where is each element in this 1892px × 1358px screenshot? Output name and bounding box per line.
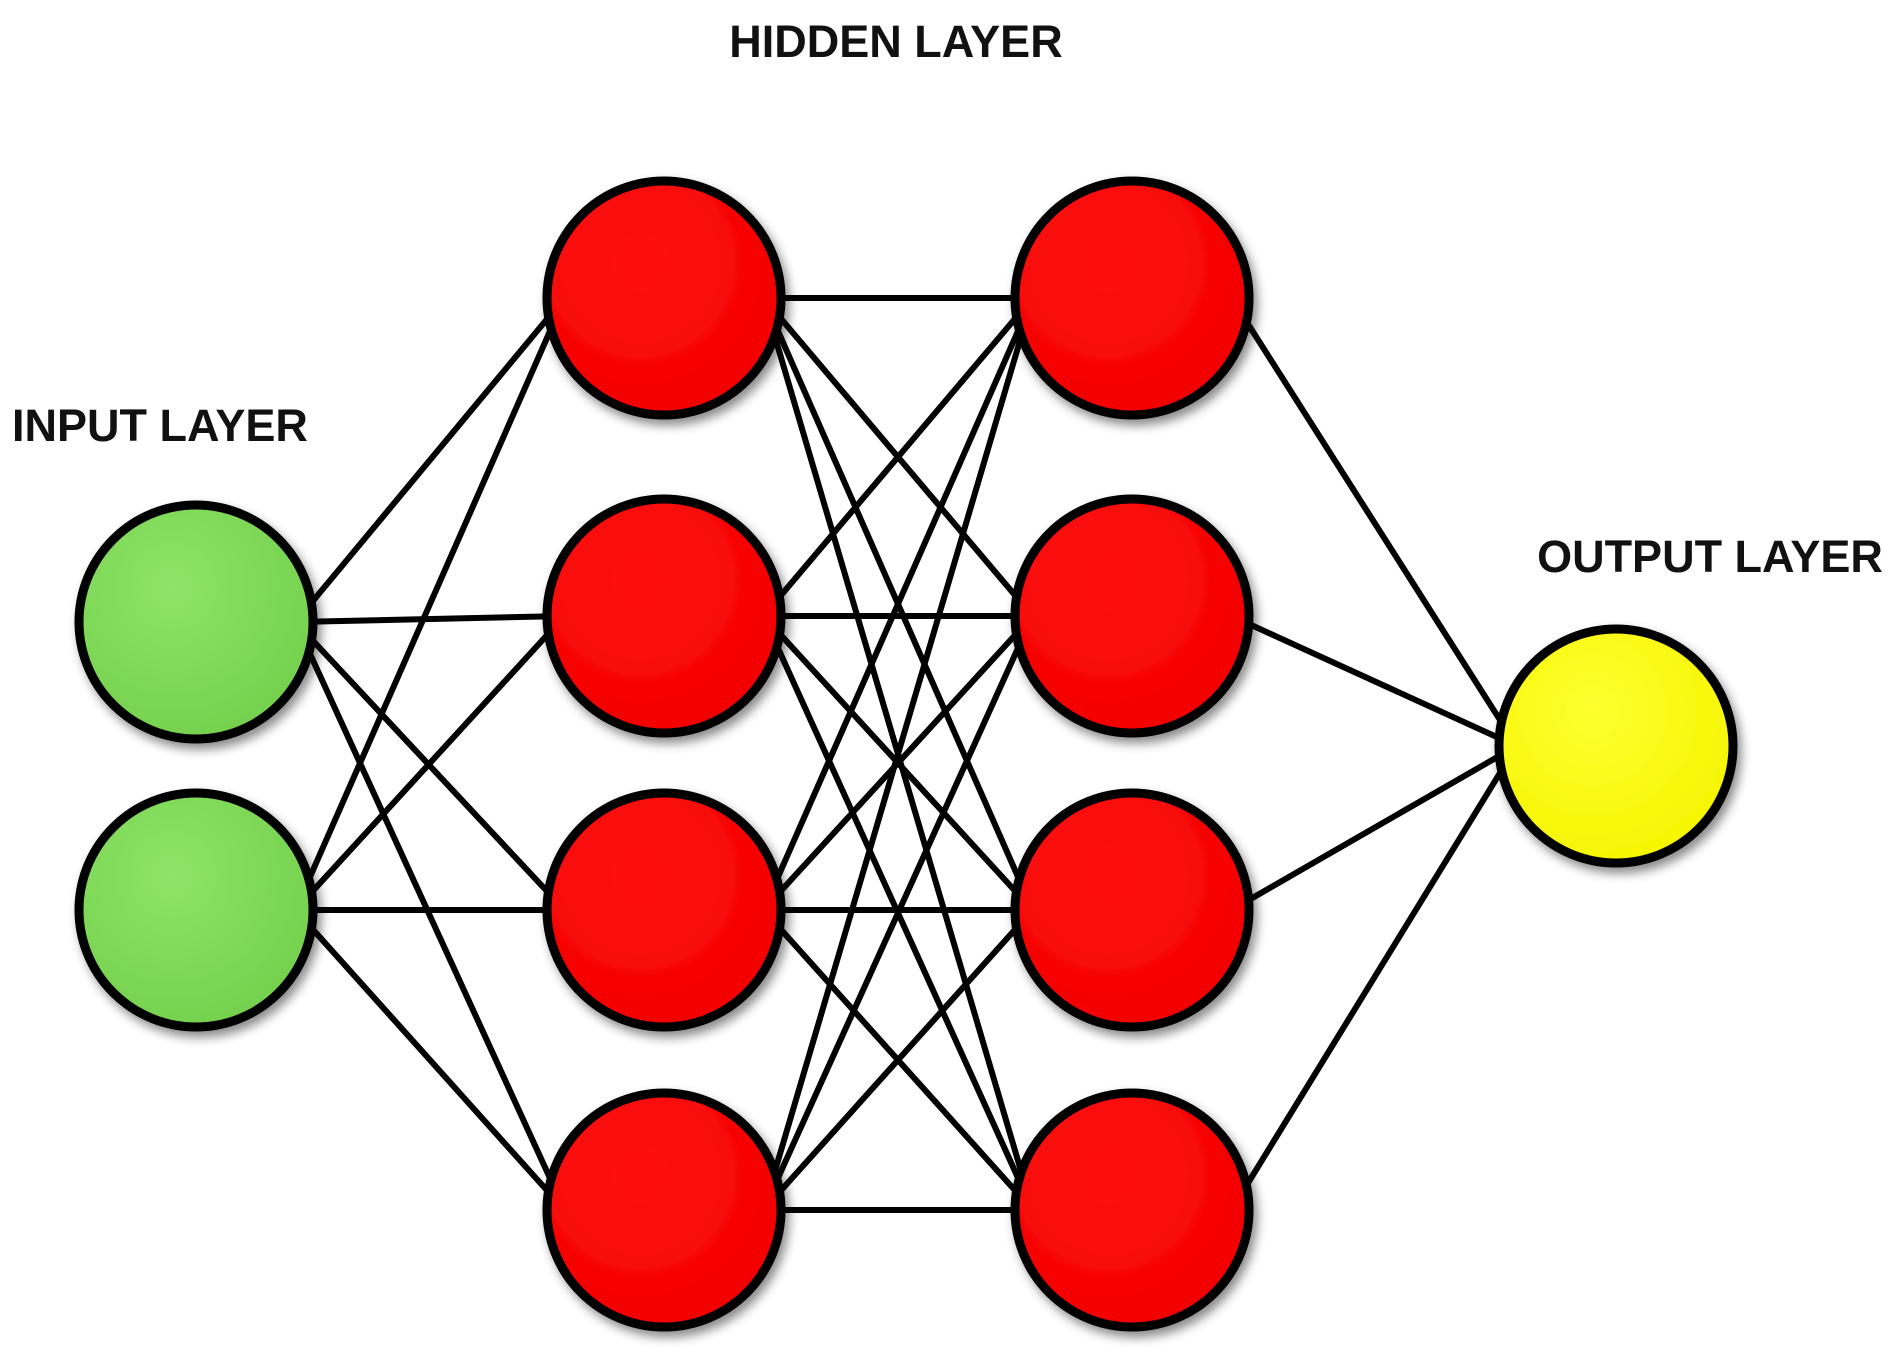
connection-line: [292, 619, 568, 1213]
hidden-neuron-l2-3: [1010, 788, 1254, 1032]
connection-line: [1228, 743, 1520, 913]
hidden-neuron-l1-2: [542, 494, 786, 738]
output-layer-label: OUTPUT LAYER: [1537, 531, 1883, 582]
connection-line: [1228, 743, 1520, 1213]
input-layer-label: INPUT LAYER: [12, 400, 308, 451]
hidden-neuron-l2-1: [1010, 176, 1254, 420]
connection-line: [292, 907, 568, 1213]
connection-line: [1228, 295, 1520, 749]
connection-line: [760, 295, 1036, 913]
connection-line: [1228, 613, 1520, 749]
connection-line: [292, 295, 568, 913]
input-neuron-1: [74, 500, 318, 744]
hidden-neuron-l1-3: [542, 788, 786, 1032]
input-neuron-2: [74, 788, 318, 1032]
hidden-neuron-l1-4: [542, 1088, 786, 1332]
connection-line: [760, 613, 1036, 1213]
hidden-neuron-l2-4: [1010, 1088, 1254, 1332]
neurons: [74, 176, 1738, 1332]
hidden-neuron-l2-2: [1010, 494, 1254, 738]
connection-line: [292, 613, 568, 625]
connection-line: [760, 295, 1036, 619]
hidden-layer-label: HIDDEN LAYER: [729, 16, 1062, 67]
connection-line: [760, 907, 1036, 1213]
connection-line: [760, 295, 1036, 1213]
connections: [292, 295, 1520, 1213]
output-neuron: [1494, 624, 1738, 868]
connection-line: [292, 613, 568, 913]
connection-line: [292, 295, 568, 625]
hidden-neuron-l1-1: [542, 176, 786, 420]
